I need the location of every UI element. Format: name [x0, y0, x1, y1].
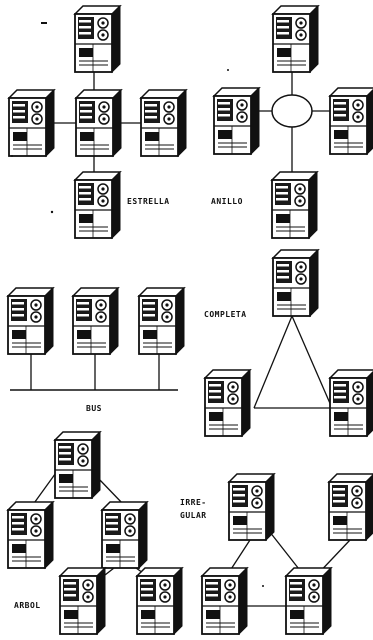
computer-icon: [229, 474, 274, 540]
computer-icon: [139, 288, 184, 354]
label-estrella: ESTRELLA: [127, 197, 170, 206]
computer-icon: [60, 568, 105, 634]
label-completa: COMPLETA: [204, 310, 247, 319]
computer-icon: [73, 288, 118, 354]
computer-icon: [8, 288, 53, 354]
network-link: [254, 316, 292, 408]
label-irregular-line1: IRRE-: [180, 498, 207, 507]
label-anillo: ANILLO: [211, 197, 243, 206]
network-link: [292, 316, 332, 408]
label-arbol: ARBOL: [14, 601, 41, 610]
computer-icon: [141, 90, 186, 156]
computer-icon: [214, 88, 259, 154]
ring-hub: [272, 95, 312, 127]
computer-icon: [75, 6, 120, 72]
computer-icon: [137, 568, 182, 634]
computer-icon: [202, 568, 247, 634]
computer-icon: [329, 474, 373, 540]
computer-icon: [102, 502, 147, 568]
computer-icon: [8, 502, 53, 568]
computer-icon: [330, 88, 373, 154]
computer-icon: [55, 432, 100, 498]
computer-icon: [330, 370, 373, 436]
computer-icon: [272, 172, 317, 238]
irregular-topology: [202, 474, 373, 634]
complete-topology: [205, 250, 373, 436]
computer-icon: [273, 6, 318, 72]
computer-icon: [75, 172, 120, 238]
computer-icon: [205, 370, 250, 436]
bus-topology: [8, 288, 184, 390]
label-bus: BUS: [86, 404, 102, 413]
network-link: [32, 470, 58, 506]
computer-icon: [76, 90, 121, 156]
label-irregular-line2: GULAR: [180, 511, 207, 520]
computer-icon: [273, 250, 318, 316]
network-link: [98, 478, 124, 505]
computer-icon: [286, 568, 331, 634]
computer-icon: [9, 90, 54, 156]
